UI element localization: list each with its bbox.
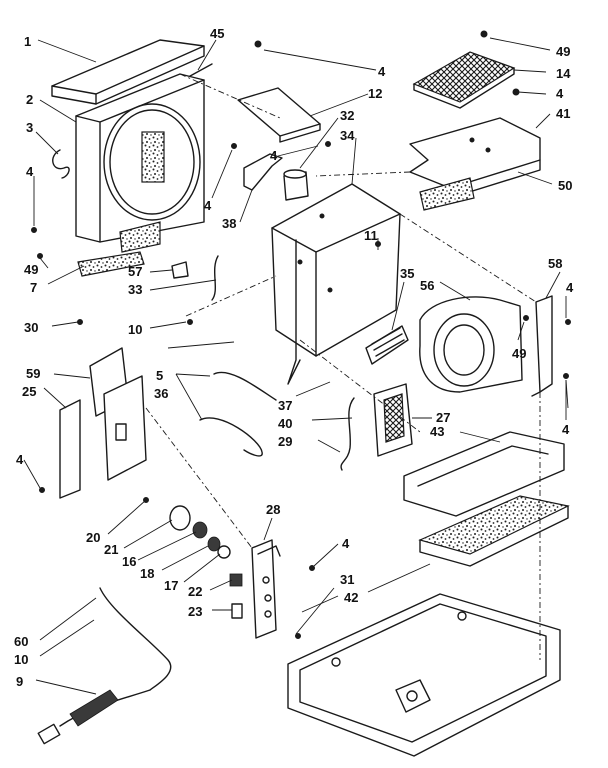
callout-50: 50 bbox=[558, 178, 572, 193]
callout-1: 1 bbox=[24, 34, 31, 49]
callout-7: 7 bbox=[30, 280, 37, 295]
part-top-trim bbox=[51, 39, 205, 105]
callout-38: 38 bbox=[222, 216, 236, 231]
callout-12: 12 bbox=[368, 86, 382, 101]
callout-16: 16 bbox=[122, 554, 136, 569]
callout-4-g: 4 bbox=[562, 422, 570, 437]
part-sensor-wire bbox=[171, 255, 219, 301]
callout-36: 36 bbox=[154, 386, 168, 401]
callout-35: 35 bbox=[400, 266, 414, 281]
part-side-bracket bbox=[531, 295, 553, 397]
callout-49-a: 49 bbox=[24, 262, 38, 277]
callout-23: 23 bbox=[188, 604, 202, 619]
assembly-lines bbox=[145, 73, 541, 660]
part-base-pan bbox=[287, 593, 561, 757]
callout-33: 33 bbox=[128, 282, 142, 297]
callout-43: 43 bbox=[430, 424, 444, 439]
part-bracket-plate bbox=[237, 87, 321, 143]
part-front-panel bbox=[75, 73, 205, 253]
callout-22: 22 bbox=[188, 584, 202, 599]
part-lower-filter bbox=[418, 495, 570, 567]
callout-10-a: 10 bbox=[128, 322, 142, 337]
callout-4-b: 4 bbox=[378, 64, 386, 79]
part-heater-rod bbox=[199, 371, 277, 457]
callout-32: 32 bbox=[340, 108, 354, 123]
callout-25: 25 bbox=[22, 384, 36, 399]
callout-56: 56 bbox=[420, 278, 434, 293]
callout-28: 28 bbox=[266, 502, 280, 517]
callout-57: 57 bbox=[128, 264, 142, 279]
callout-37: 37 bbox=[278, 398, 292, 413]
part-power-cord bbox=[37, 587, 172, 745]
callout-4-d: 4 bbox=[204, 198, 212, 213]
part-control-knobs bbox=[169, 505, 243, 619]
callout-11: 11 bbox=[364, 228, 378, 243]
callout-60: 60 bbox=[14, 634, 28, 649]
callout-30: 30 bbox=[24, 320, 38, 335]
callout-41: 41 bbox=[556, 106, 570, 121]
callout-27: 27 bbox=[436, 410, 450, 425]
leader-lines bbox=[23, 37, 569, 695]
callout-18: 18 bbox=[140, 566, 154, 581]
callout-4-i: 4 bbox=[342, 536, 350, 551]
callout-59: 59 bbox=[26, 366, 40, 381]
callout-4-h: 4 bbox=[16, 452, 24, 467]
part-vent bbox=[365, 325, 409, 365]
callout-31: 31 bbox=[340, 572, 354, 587]
callout-29: 29 bbox=[278, 434, 292, 449]
callout-3: 3 bbox=[26, 120, 33, 135]
part-wire bbox=[340, 397, 355, 471]
callout-4-e: 4 bbox=[556, 86, 564, 101]
part-blower-housing bbox=[419, 296, 523, 393]
callout-10-b: 10 bbox=[14, 652, 28, 667]
part-drain-tray bbox=[403, 431, 565, 517]
part-control-bracket bbox=[251, 539, 281, 639]
callout-4-f: 4 bbox=[566, 280, 574, 295]
part-side-panel bbox=[59, 375, 147, 499]
part-filter-pad bbox=[77, 251, 145, 277]
part-grille-insert bbox=[373, 383, 413, 457]
callout-2: 2 bbox=[26, 92, 33, 107]
callout-17: 17 bbox=[164, 578, 178, 593]
part-mount-bracket bbox=[243, 153, 283, 191]
callout-42: 42 bbox=[344, 590, 358, 605]
callout-45: 45 bbox=[210, 26, 224, 41]
callout-20: 20 bbox=[86, 530, 100, 545]
callout-21: 21 bbox=[104, 542, 118, 557]
callout-14: 14 bbox=[556, 66, 571, 81]
callout-labels: 1 45 2 3 4 49 7 30 4 12 32 34 4 4 38 57 … bbox=[14, 26, 574, 689]
callout-4-a: 4 bbox=[26, 164, 34, 179]
part-clip bbox=[52, 149, 70, 179]
callout-49-b: 49 bbox=[556, 44, 570, 59]
callout-4-c: 4 bbox=[270, 148, 278, 163]
callout-5: 5 bbox=[156, 368, 163, 383]
callout-34: 34 bbox=[340, 128, 355, 143]
part-top-plate bbox=[409, 117, 541, 211]
part-mesh-filter bbox=[412, 51, 516, 109]
callout-58: 58 bbox=[548, 256, 562, 271]
part-capacitor bbox=[283, 169, 309, 201]
callout-49-c: 49 bbox=[512, 346, 526, 361]
callout-40: 40 bbox=[278, 416, 292, 431]
callout-9: 9 bbox=[16, 674, 23, 689]
part-screws bbox=[31, 30, 571, 639]
